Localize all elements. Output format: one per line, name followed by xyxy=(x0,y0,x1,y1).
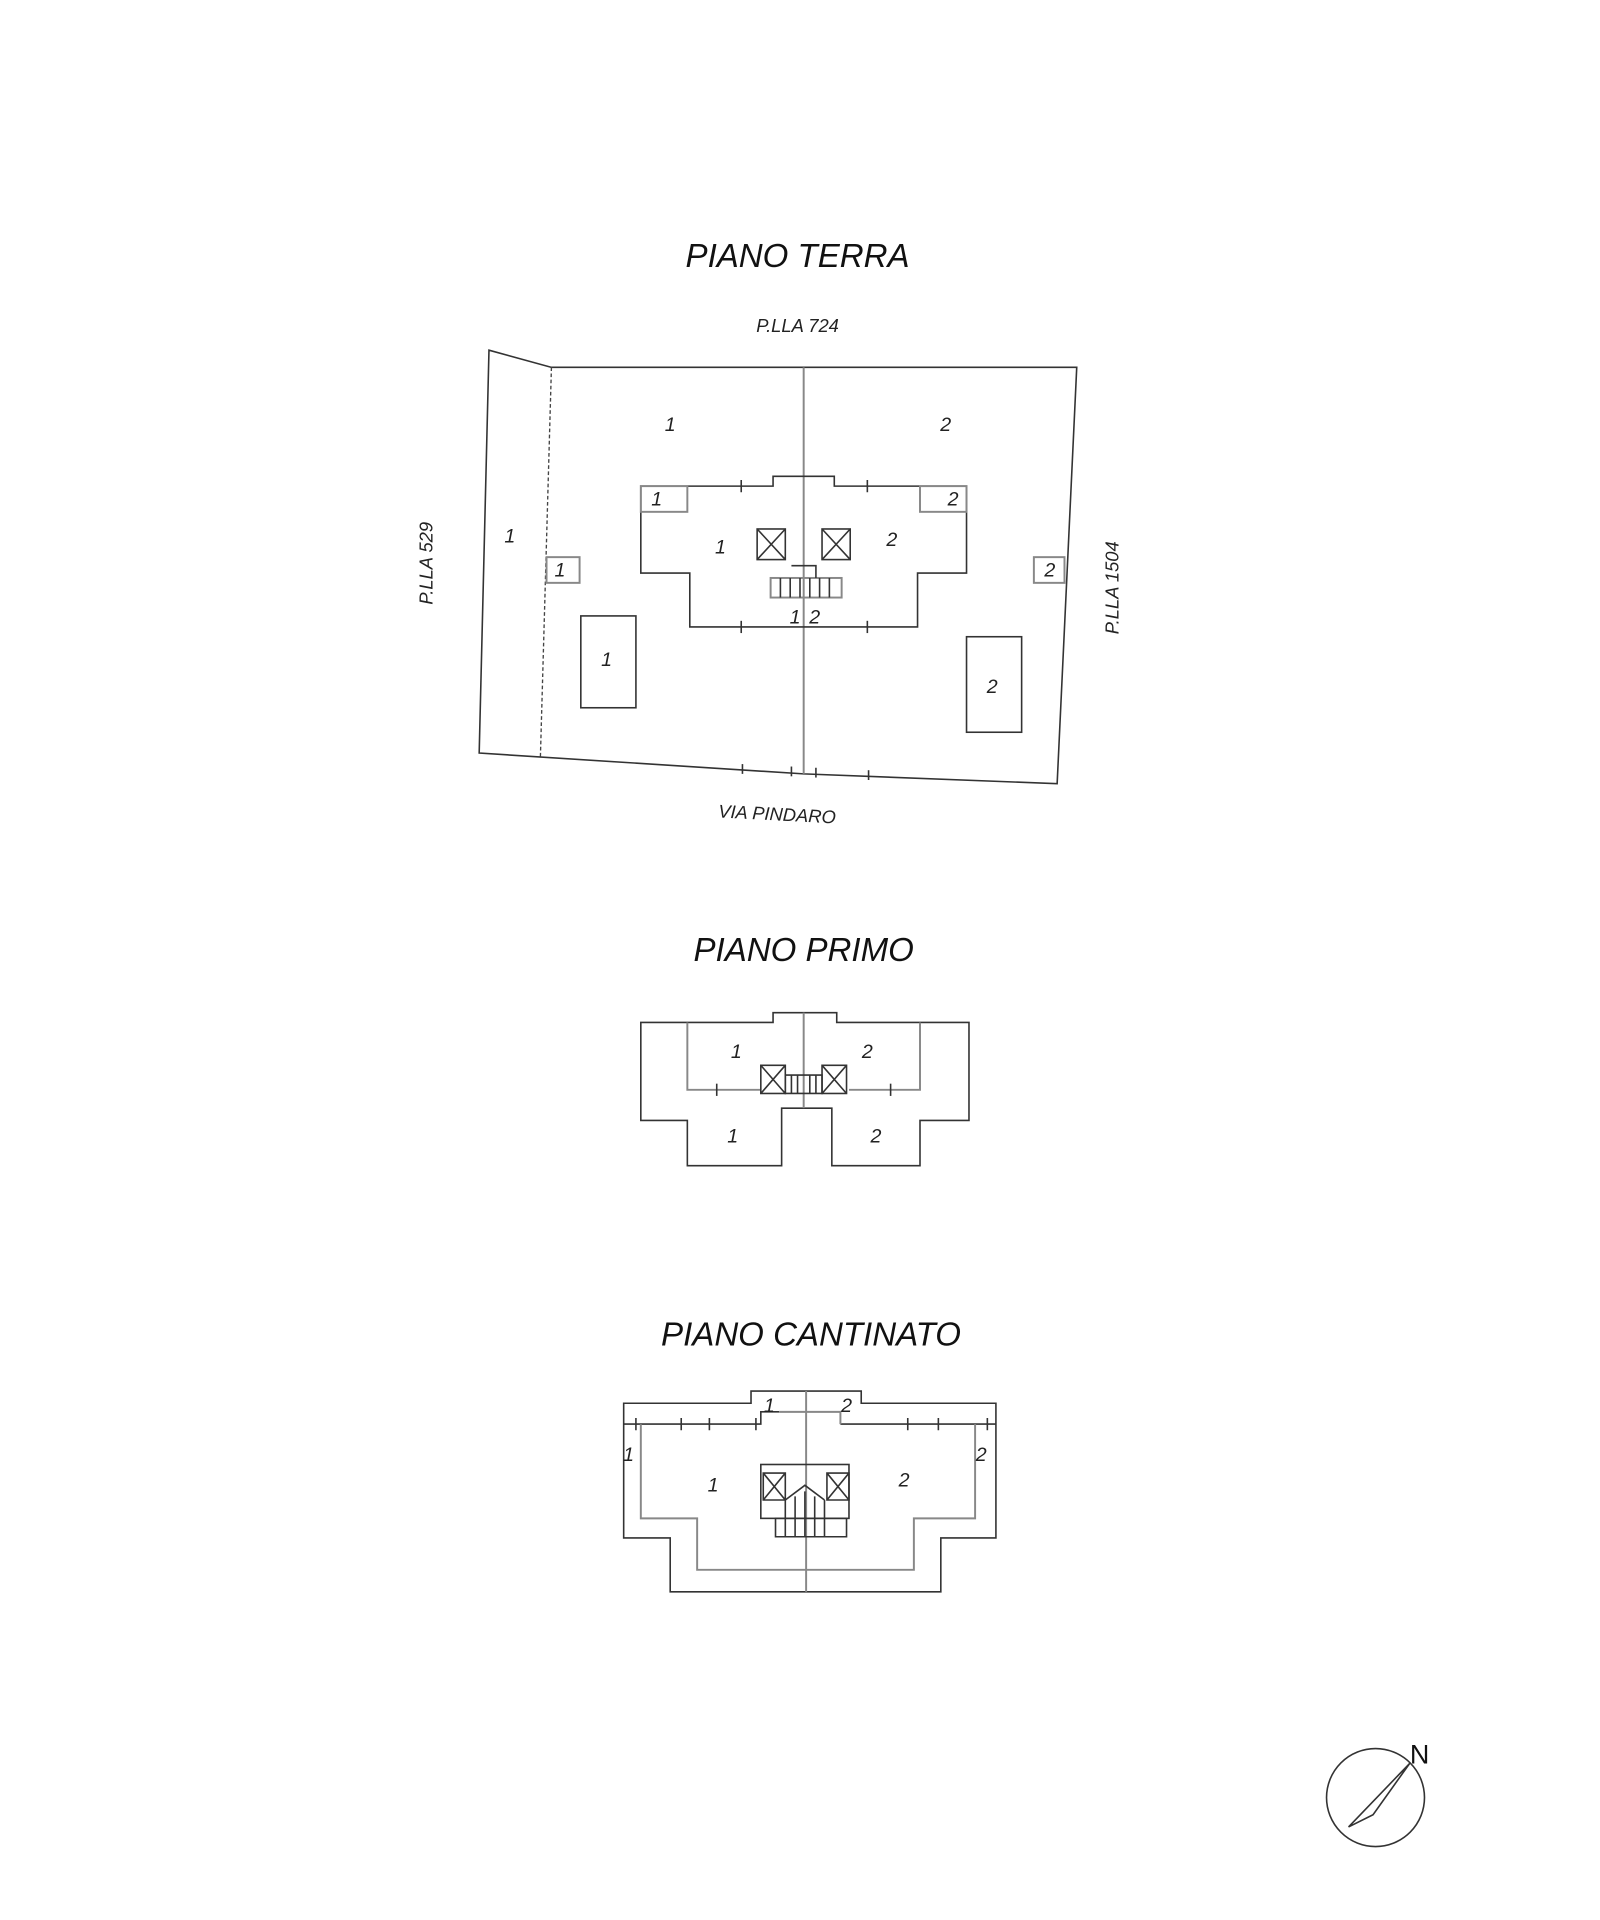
north-arrow-icon xyxy=(1347,1762,1411,1828)
piano-primo-title: PIANO PRIMO xyxy=(694,932,914,969)
pool-1 xyxy=(580,615,637,709)
unit-label: 2 xyxy=(939,414,951,436)
unit-label: 1 xyxy=(504,525,515,547)
unit-label: 2 xyxy=(947,489,959,511)
unit-label: 2 xyxy=(1043,560,1055,582)
unit-label: 1 xyxy=(601,649,612,671)
unit-label: 1 xyxy=(623,1444,634,1466)
piano-terra-plan: PIANO TERRA P.LLA 724 P.LLA 529 P.LLA 15… xyxy=(416,238,1123,828)
unit-label: 2 xyxy=(869,1125,881,1147)
unit-label: 1 xyxy=(715,536,726,558)
north-boundary-label: P.LLA 724 xyxy=(756,315,839,336)
outbuilding-2 xyxy=(1032,556,1066,584)
piano-primo-plan: PIANO PRIMO 1 2 1 2 xyxy=(640,932,970,1167)
outbuilding-1 xyxy=(545,556,581,584)
lot-outline xyxy=(478,349,1078,785)
pool-2 xyxy=(965,635,1023,734)
unit-label: 2 xyxy=(986,676,998,698)
street-label: VIA PINDARO xyxy=(718,800,837,827)
unit-label: 2 xyxy=(808,606,820,628)
unit-label: 2 xyxy=(975,1444,987,1466)
building-footprint xyxy=(639,475,968,634)
west-boundary-label: P.LLA 529 xyxy=(416,522,437,605)
unit-label: 1 xyxy=(651,489,662,511)
unit-label: 2 xyxy=(898,1470,910,1492)
unit-label: 1 xyxy=(727,1125,738,1147)
unit-label: 1 xyxy=(708,1474,719,1496)
unit-label: 1 xyxy=(555,560,566,582)
unit-label: 2 xyxy=(840,1395,852,1417)
compass-north-label: N xyxy=(1410,1739,1429,1769)
east-boundary-label: P.LLA 1504 xyxy=(1101,541,1122,634)
unit-label: 1 xyxy=(731,1041,742,1063)
piano-cantinato-plan: PIANO CANTINATO 1 2 1 2 1 2 xyxy=(622,1317,997,1593)
piano-terra-title: PIANO TERRA xyxy=(686,238,910,275)
unit-label: 1 xyxy=(790,606,801,628)
north-compass: N xyxy=(1325,1739,1429,1848)
unit-label: 1 xyxy=(665,414,676,436)
unit-label: 2 xyxy=(861,1041,873,1063)
unit-label: 2 xyxy=(885,529,897,551)
piano-cantinato-title: PIANO CANTINATO xyxy=(661,1317,961,1354)
unit-label: 1 xyxy=(764,1395,775,1417)
